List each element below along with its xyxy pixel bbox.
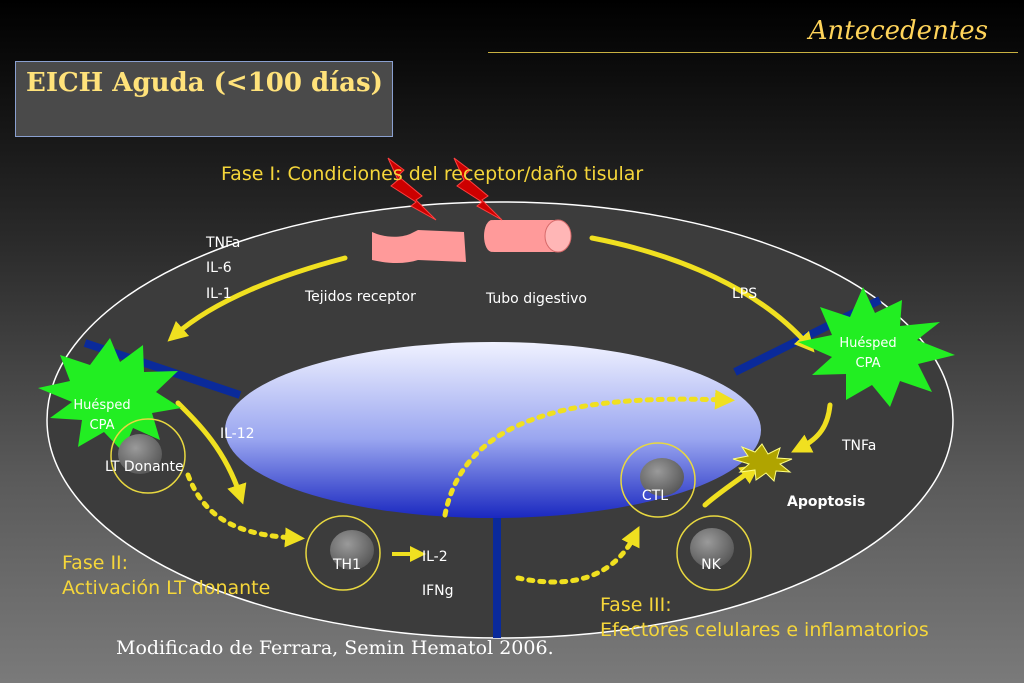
phase-2-line-2: Activación LT donante: [62, 577, 271, 599]
phase-2-line-1: Fase II:: [62, 552, 129, 574]
phase-2-caption: Fase II: Activación LT donante: [62, 551, 270, 601]
apc-right-label: Huésped CPA: [826, 334, 910, 374]
title-box: EICH Aguda (<100 días): [15, 61, 393, 137]
apoptosis-star-icon: [732, 443, 793, 483]
arrow-tissue-to-apc-left: [167, 255, 348, 342]
digestive-tube-icon: [484, 219, 572, 253]
label-il2: IL-2: [422, 549, 448, 565]
phase-3-line-1: Fase III:: [600, 594, 672, 616]
label-il1: IL-1: [206, 286, 232, 302]
label-ifng: IFNg: [422, 583, 454, 599]
label-lt-donante: LT Donante: [105, 459, 184, 475]
tissue-receptor-icon: [372, 230, 466, 263]
arrow-apc-to-th1: [175, 400, 247, 505]
label-th1: TH1: [333, 557, 361, 573]
label-tubo-digestivo: Tubo digestivo: [486, 291, 588, 307]
apc-right-huesped: Huésped: [839, 336, 897, 351]
lt-donante-cell: [110, 418, 186, 494]
section-title: Antecedentes: [808, 16, 988, 46]
label-tnfa-right: TNFa: [842, 438, 877, 454]
ctl-cell: [620, 442, 696, 518]
apc-left-cpa: CPA: [89, 418, 115, 433]
slide-title: EICH Aguda (<100 días): [26, 68, 383, 98]
th1-cell: [305, 515, 381, 591]
apc-star-right: [798, 287, 955, 407]
dotted-arrow-th1-to-lumen: [442, 389, 735, 518]
dotted-arrow-to-ctl: [515, 526, 640, 585]
nk-cell: [676, 515, 752, 591]
label-tnfa-top: TNFa: [206, 235, 241, 251]
arrow-apc-right-to-apoptosis: [791, 402, 833, 453]
lumen-ellipse: [225, 342, 761, 518]
citation: Modificado de Ferrara, Semin Hematol 200…: [116, 637, 554, 659]
label-il12: IL-12: [220, 426, 255, 442]
label-apoptosis: Apoptosis: [787, 494, 866, 510]
solid-arrows: [167, 235, 833, 508]
apc-right-cpa: CPA: [855, 356, 881, 371]
dotted-arrows: [185, 389, 735, 585]
apc-left-label: Huésped CPA: [60, 396, 144, 436]
phase-3-caption: Fase III: Efectores celulares e inflamat…: [600, 593, 929, 643]
header-divider: [488, 52, 1018, 53]
label-lps: LPS: [732, 286, 758, 302]
arrow-nk-to-apoptosis: [702, 464, 761, 508]
lightning-icon-1: [387, 157, 437, 221]
lightning-icon-2: [453, 157, 503, 221]
label-tejidos-receptor: Tejidos receptor: [305, 289, 416, 305]
label-nk: NK: [701, 557, 721, 573]
arrow-tube-to-apc-right: [589, 235, 815, 353]
apc-left-huesped: Huésped: [73, 398, 131, 413]
label-ctl: CTL: [641, 488, 669, 504]
dotted-arrow-lt-to-th1: [185, 472, 305, 548]
label-il6: IL-6: [206, 260, 232, 276]
phase-1-caption: Fase I: Condiciones del receptor/daño ti…: [221, 163, 644, 185]
phase-3-line-2: Efectores celulares e inflamatorios: [600, 619, 929, 641]
apc-star-left: [38, 338, 181, 452]
